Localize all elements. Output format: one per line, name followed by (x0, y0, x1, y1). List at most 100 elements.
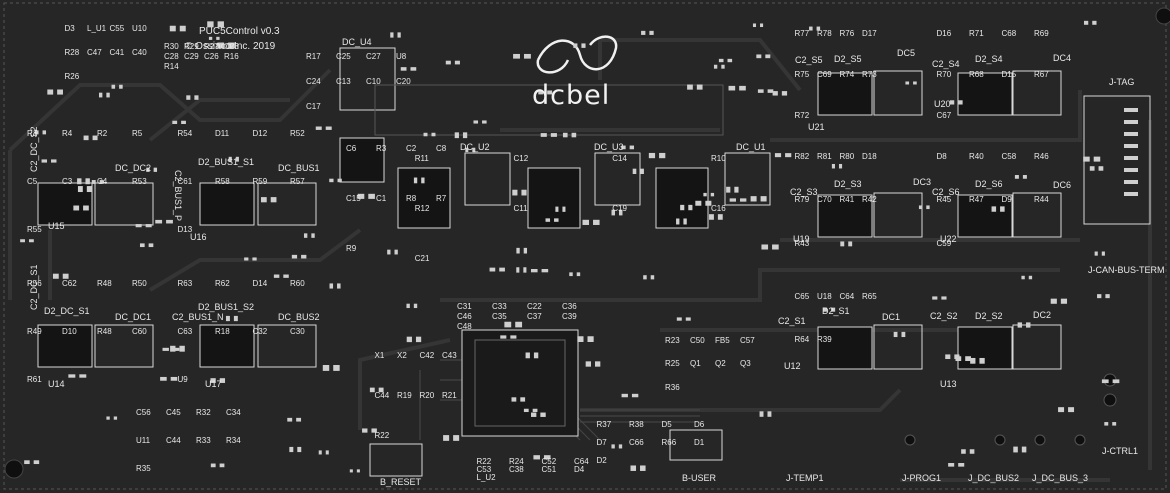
pad (593, 219, 600, 225)
component-designator: R48 (97, 326, 112, 336)
pad (499, 267, 505, 272)
pad (504, 321, 512, 328)
component-designator: Q2 (715, 359, 726, 369)
component-designator: C58 (1001, 152, 1017, 161)
component-designator: R30 (164, 42, 179, 51)
pad (576, 272, 581, 277)
pad (760, 23, 764, 28)
module-label: U19 (793, 234, 810, 244)
pad (111, 84, 116, 89)
component-designator: C27 (366, 51, 381, 61)
component-designator: D5 (661, 419, 672, 429)
pad (166, 219, 173, 224)
component-designator: R14 (164, 62, 179, 71)
component-designator: R29 (184, 42, 199, 51)
component-designator: C33 (492, 302, 507, 311)
pad (893, 331, 898, 338)
component-designator: C42 (419, 351, 435, 360)
pad (400, 67, 407, 71)
pad (1060, 298, 1068, 304)
b-user-button (669, 429, 723, 461)
module-label: U13 (940, 379, 957, 389)
component-designator: D17 (862, 29, 877, 39)
pad (772, 91, 778, 96)
pad (99, 180, 104, 184)
pad (761, 244, 769, 250)
pad (311, 233, 315, 238)
pad (525, 352, 530, 359)
component-designator: C11 (513, 204, 528, 213)
pad (337, 283, 341, 289)
pad (42, 130, 47, 135)
connector-label: B-USER (682, 473, 717, 483)
pad (390, 32, 394, 38)
pad (1104, 422, 1109, 426)
pad (659, 152, 666, 159)
pad (1097, 294, 1102, 299)
pad (1094, 251, 1098, 256)
component-designator: R53 (132, 176, 147, 186)
pad (24, 460, 30, 465)
pad (530, 269, 538, 273)
component-designator: R24 (509, 456, 524, 466)
component-designator: C15 (346, 194, 361, 203)
pad (179, 345, 185, 352)
pad (760, 196, 767, 202)
pad (362, 428, 368, 433)
component-designator: R57 (290, 176, 305, 186)
component-designator: R19 (397, 391, 412, 400)
b-reset-button (369, 443, 423, 477)
module-label: D2_S2 (975, 311, 1003, 321)
pad (611, 209, 615, 216)
pad (562, 132, 568, 138)
board-outline (3, 2, 1167, 490)
pad (473, 120, 479, 124)
component-designator: U11 (136, 435, 151, 445)
component-designator: D15 (1001, 69, 1017, 79)
component-designator: C53 (476, 464, 492, 474)
pad (1098, 166, 1104, 171)
pad (648, 152, 656, 159)
component-designator: R60 (290, 278, 305, 288)
pad (918, 205, 923, 210)
connector-label: J_DC_BUS2 (968, 473, 1020, 483)
pad (523, 247, 528, 254)
pad (643, 275, 647, 280)
pad (676, 218, 680, 225)
pad (20, 239, 25, 243)
pad (949, 100, 955, 105)
pad (965, 356, 971, 362)
component-designator: C64 (574, 456, 589, 466)
board-copyright: © Ossiaco Inc. 2019 (185, 41, 276, 52)
pad (406, 336, 412, 343)
pad (970, 357, 976, 364)
pad (83, 205, 89, 211)
module-label: DC4 (1053, 53, 1072, 63)
pad (650, 275, 655, 280)
component-designator: R2 (97, 128, 108, 138)
component-designator: R79 (794, 195, 810, 205)
pad (179, 25, 186, 32)
pad (618, 444, 623, 449)
component-designator: R66 (661, 437, 677, 447)
pad (703, 192, 707, 197)
component-designator: R58 (215, 176, 230, 186)
pad (569, 272, 573, 277)
pad (325, 126, 332, 130)
connector-label: J_DC_BUS_3 (1032, 473, 1089, 483)
component-designator: U9 (177, 375, 188, 385)
pad (991, 206, 997, 212)
pad (831, 307, 836, 312)
bottom-connector-pads (904, 373, 1117, 446)
module-label: U15 (48, 221, 65, 231)
pad (979, 357, 985, 364)
pad (172, 120, 178, 125)
module-label: DC1 (882, 312, 901, 322)
pad (329, 283, 334, 289)
component-designator: R23 (665, 336, 680, 345)
module-label: D2_S5 (834, 54, 862, 64)
pad (413, 303, 418, 309)
component-designator: R73 (862, 69, 877, 79)
pad (153, 167, 158, 172)
component-designator: C40 (132, 48, 147, 58)
